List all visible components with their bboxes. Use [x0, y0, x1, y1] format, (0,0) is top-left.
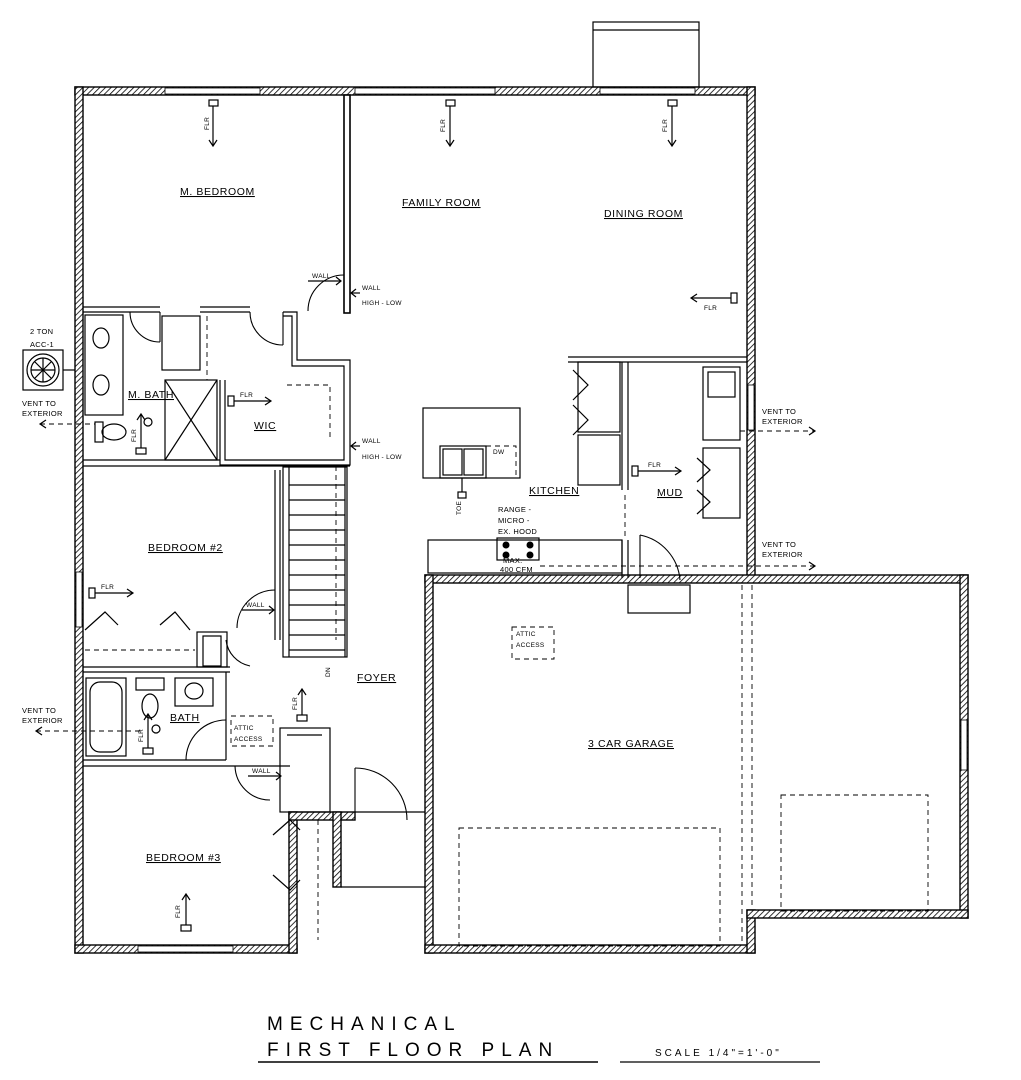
svg-text:VENT TO: VENT TO: [762, 407, 796, 416]
return-family: WALL HIGH - LOW: [350, 285, 402, 307]
interior-walls: [83, 94, 747, 940]
svg-text:ATTIC: ATTIC: [516, 631, 536, 638]
return-hall: WALL HIGH - LOW: [350, 438, 402, 461]
room-labels: M. BEDROOM FAMILY ROOM DINING ROOM M. BA…: [128, 186, 683, 864]
bedroom3-label: BEDROOM #3: [146, 852, 221, 864]
bedroom2-label: BEDROOM #2: [148, 542, 223, 554]
garage-label: 3 CAR GARAGE: [588, 738, 674, 750]
register-dining-top: FLR: [662, 99, 678, 148]
svg-text:VENT TO: VENT TO: [22, 399, 56, 408]
return-air-notes: WALL WALL HIGH - LOW WALL HIGH - LOW WAL…: [242, 273, 402, 781]
register-wic: FLR: [227, 392, 273, 407]
return-m-bedroom: WALL: [308, 273, 342, 286]
register-bedroom2: FLR: [88, 584, 135, 599]
svg-text:FLR: FLR: [101, 584, 114, 591]
svg-text:EXTERIOR: EXTERIOR: [762, 417, 803, 426]
dining-room-label: DINING ROOM: [604, 208, 683, 220]
svg-text:ACCESS: ACCESS: [516, 642, 545, 649]
register-family-room: FLR: [440, 99, 456, 148]
svg-text:WALL: WALL: [312, 273, 331, 280]
svg-text:TOE: TOE: [456, 500, 463, 515]
svg-text:ATTIC: ATTIC: [234, 725, 254, 732]
return-bedroom2: WALL: [242, 602, 275, 615]
svg-text:FLR: FLR: [240, 392, 253, 399]
fan-blades-icon: [31, 358, 55, 382]
wic-label: WIC: [254, 420, 276, 432]
attic-access-garage: ATTIC ACCESS: [516, 631, 545, 649]
svg-text:VENT TO: VENT TO: [22, 706, 56, 715]
register-foyer: FLR: [292, 687, 308, 722]
svg-text:DW: DW: [493, 449, 505, 456]
exhaust-vents: VENT TO EXTERIOR VENT TO EXTERIOR VENT T…: [22, 399, 817, 736]
svg-text:EXTERIOR: EXTERIOR: [22, 409, 63, 418]
vent-range: VENT TO EXTERIOR: [540, 540, 817, 571]
svg-text:WALL: WALL: [246, 602, 265, 609]
vent-dryer: VENT TO EXTERIOR: [740, 407, 817, 436]
register-bath: FLR: [138, 712, 161, 755]
mud-label: MUD: [657, 487, 683, 499]
svg-text:EX. HOOD: EX. HOOD: [498, 527, 537, 536]
garage-details: [335, 466, 929, 947]
svg-text:WALL: WALL: [362, 285, 381, 292]
svg-text:EXTERIOR: EXTERIOR: [762, 550, 803, 559]
stair-down-label: DN: [325, 667, 332, 677]
svg-text:HIGH - LOW: HIGH - LOW: [362, 454, 402, 461]
m-bath-label: M. BATH: [128, 389, 174, 401]
kitchen-notes: DW RANGE - MICRO - EX. HOOD MAX. 400 CFM: [493, 449, 537, 574]
svg-text:FLR: FLR: [175, 905, 182, 918]
svg-text:FLR: FLR: [648, 462, 661, 469]
svg-text:400 CFM: 400 CFM: [500, 565, 533, 574]
register-mud: FLR: [631, 462, 683, 477]
stair-treads: [289, 484, 345, 651]
svg-text:FLR: FLR: [204, 117, 211, 130]
svg-text:VENT TO: VENT TO: [762, 540, 796, 549]
svg-text:EXTERIOR: EXTERIOR: [22, 716, 63, 725]
svg-text:FLR: FLR: [292, 697, 299, 710]
family-room-label: FAMILY ROOM: [402, 197, 481, 209]
title-line-1: MECHANICAL: [267, 1014, 462, 1035]
kitchen-label: KITCHEN: [529, 485, 579, 497]
ac-condenser: 2 TON ACC-1: [22, 327, 75, 391]
register-bedroom3: FLR: [175, 892, 192, 932]
title-line-2: FIRST FLOOR PLAN: [267, 1040, 559, 1061]
svg-text:FLR: FLR: [662, 119, 669, 132]
svg-text:ACCESS: ACCESS: [234, 736, 263, 743]
exterior-walls: [74, 21, 969, 954]
svg-text:FLR: FLR: [440, 119, 447, 132]
register-m-bedroom: FLR: [204, 99, 219, 148]
return-bedroom3: WALL: [248, 768, 282, 781]
vent-m-bath: VENT TO EXTERIOR: [22, 399, 95, 429]
door-swings: [129, 274, 681, 821]
svg-text:RANGE -: RANGE -: [498, 505, 532, 514]
supply-registers: FLR FLR FLR FLR FLR: [88, 99, 738, 932]
svg-text:FLR: FLR: [131, 429, 138, 442]
svg-text:HIGH - LOW: HIGH - LOW: [362, 300, 402, 307]
vent-bath: VENT TO EXTERIOR: [22, 706, 140, 736]
svg-text:MICRO -: MICRO -: [498, 516, 530, 525]
svg-text:FLR: FLR: [138, 729, 145, 742]
svg-text:MAX.: MAX.: [503, 556, 523, 565]
toe-kick-register: TOE: [456, 478, 467, 515]
m-bedroom-label: M. BEDROOM: [180, 186, 255, 198]
register-dining-side: FLR: [689, 292, 738, 312]
register-m-bath: FLR: [131, 412, 153, 455]
svg-text:WALL: WALL: [252, 768, 271, 775]
attic-access-hall: ATTIC ACCESS: [230, 715, 274, 747]
bath-label: BATH: [170, 712, 200, 724]
svg-text:2 TON: 2 TON: [30, 327, 53, 336]
svg-text:FLR: FLR: [704, 305, 717, 312]
foyer-label: FOYER: [357, 672, 396, 684]
svg-text:WALL: WALL: [362, 438, 381, 445]
svg-text:ACC-1: ACC-1: [30, 340, 54, 349]
title-block: MECHANICAL FIRST FLOOR PLAN SCALE 1/4"=1…: [258, 1014, 820, 1063]
scale-note: SCALE 1/4"=1'-0": [655, 1048, 782, 1059]
